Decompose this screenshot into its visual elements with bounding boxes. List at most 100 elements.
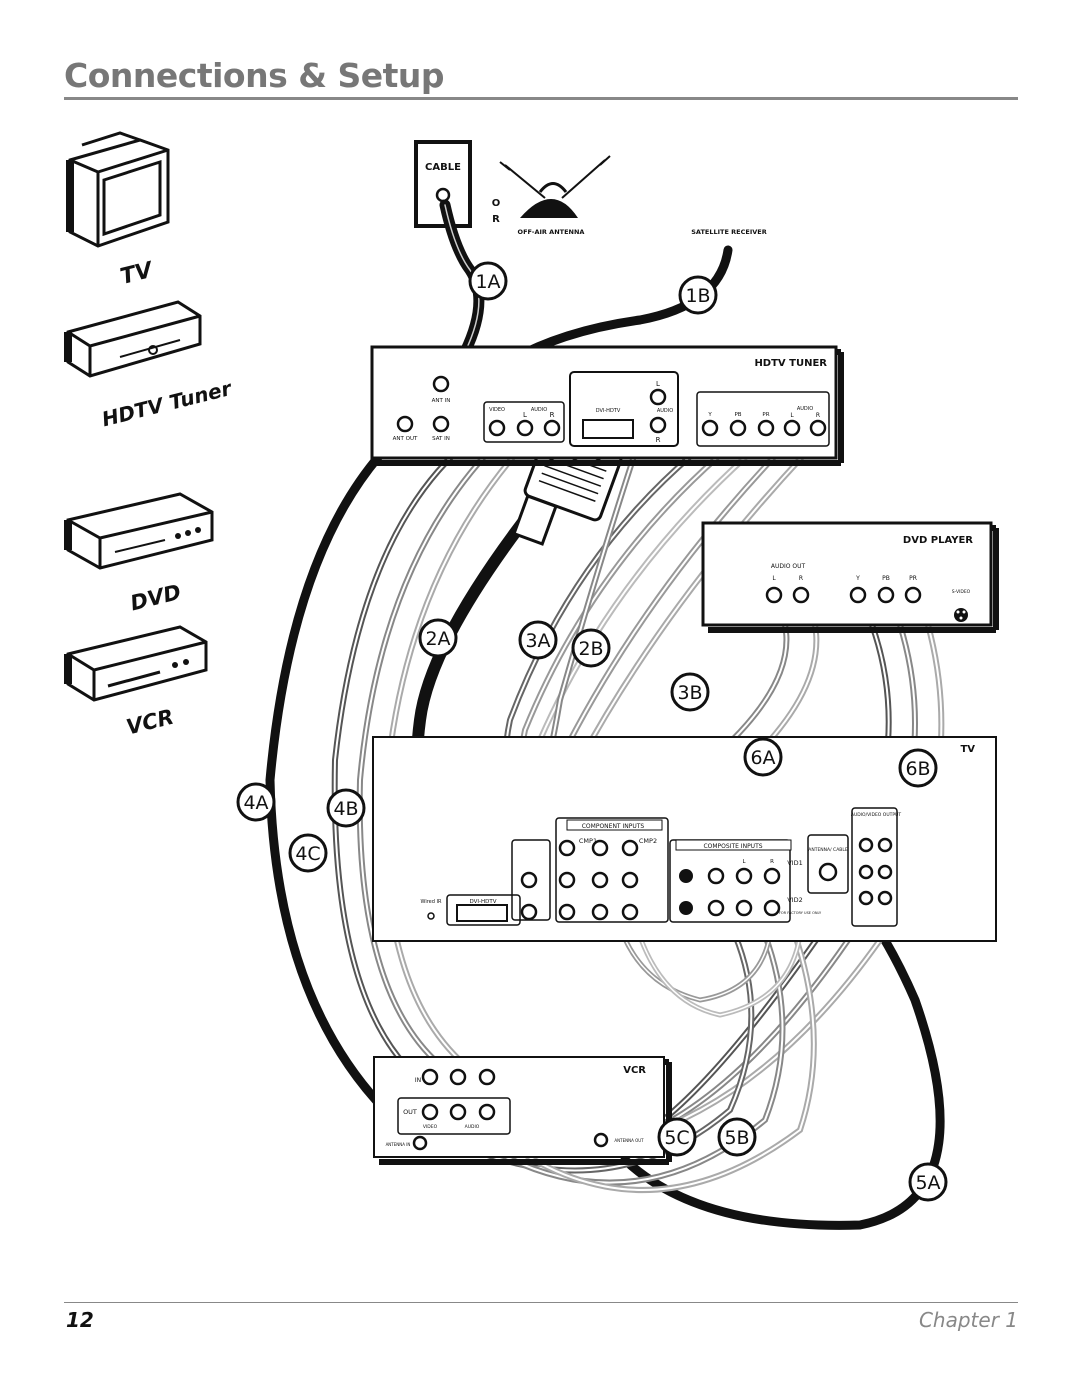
dvd-y-label: Y <box>855 575 860 582</box>
tuner-audio3-l: L <box>790 412 794 419</box>
callout-1b: 1B <box>678 275 718 315</box>
tv-factory-label: FOR FACTORY USE ONLY <box>779 911 822 915</box>
callout-4a: 4A <box>236 782 276 822</box>
tv-panel <box>372 736 997 942</box>
tuner-pb-label: PB <box>734 412 741 418</box>
tuner-dvi-label: DVI-HDTV <box>596 408 621 414</box>
tv-dvi-label: DVI-HDTV <box>469 899 496 905</box>
svg-text:6A: 6A <box>750 747 775 769</box>
legend-tv-icon <box>66 131 170 248</box>
tv-composite-inputs-label: COMPOSITE INPUTS <box>703 843 762 850</box>
svg-text:4B: 4B <box>333 798 358 820</box>
vcr-out-label: OUT <box>403 1108 417 1116</box>
hdtv-tuner-title: HDTV TUNER <box>754 358 827 369</box>
sat-in-label: SAT IN <box>432 436 450 442</box>
vcr-antenna-in-label: ANTENNA IN <box>386 1142 411 1147</box>
vcr-title: VCR <box>623 1065 646 1076</box>
vcr-antenna-out-label: ANTENNA OUT <box>614 1138 644 1143</box>
or-label-r: R <box>492 214 500 225</box>
callout-5a: 5A <box>908 1162 948 1202</box>
tuner-pr-label: PR <box>762 412 769 418</box>
hdtv-tuner-panel <box>370 345 844 466</box>
svg-text:1A: 1A <box>475 271 500 293</box>
tuner-audio-label: AUDIO <box>531 407 547 413</box>
ant-in-label: ANT IN <box>432 398 451 404</box>
legend-dvd-icon <box>64 492 214 570</box>
tv-cmp2-label: CMP2 <box>639 837 657 845</box>
tuner-video-label: VIDEO <box>489 407 505 413</box>
tuner-audio-r: R <box>550 411 555 419</box>
callout-6a: 6A <box>743 737 783 777</box>
off-air-antenna-label: OFF-AIR ANTENNA <box>518 228 585 236</box>
callout-3a: 3A <box>518 620 558 660</box>
dvd-audio-l: L <box>772 575 776 582</box>
tv-title: TV <box>960 744 975 755</box>
ant-out-label: ANT OUT <box>393 436 418 442</box>
tuner-audio3-r: R <box>816 412 820 419</box>
tv-l-label: L <box>742 859 746 865</box>
legend-dvd-label: DVD <box>128 580 183 616</box>
tv-component-inputs-label: COMPONENT INPUTS <box>582 823 645 830</box>
or-label-o: O <box>492 198 501 209</box>
svg-text:2A: 2A <box>425 628 450 650</box>
satellite-receiver-label: SATELLITE RECEIVER <box>691 228 766 236</box>
tuner-audio3-label: AUDIO <box>797 406 813 412</box>
tv-r-label: R <box>770 859 774 865</box>
tuner-dvi-audio-l: L <box>656 380 660 388</box>
svg-text:3B: 3B <box>677 682 702 704</box>
legend-hdtv-tuner-label: HDTV Tuner <box>99 376 234 432</box>
callout-5c: 5C <box>657 1117 697 1157</box>
footer-rule <box>64 1302 1018 1303</box>
cable-wall-plate <box>414 140 472 228</box>
dvd-player-panel <box>701 521 999 633</box>
callout-5b: 5B <box>717 1117 757 1157</box>
tuner-dvi-audio-label: AUDIO <box>657 408 673 414</box>
dvd-title: DVD PLAYER <box>903 535 973 546</box>
vcr-video-label: VIDEO <box>423 1124 438 1130</box>
vcr-panel <box>373 1056 672 1165</box>
tv-vid2-label: VID2 <box>787 896 803 904</box>
callout-3b: 3B <box>670 672 710 712</box>
svg-text:5C: 5C <box>664 1127 689 1149</box>
svg-text:4A: 4A <box>243 792 268 814</box>
dvd-pr-label: PR <box>909 575 917 582</box>
cable-4a <box>265 450 395 1120</box>
cable-label: CABLE <box>425 162 461 173</box>
callout-1a: 1A <box>468 261 508 301</box>
tv-antenna-cable-label: ANTENNA/ CABLE <box>808 847 848 853</box>
tv-vid1-label: VID1 <box>787 859 803 867</box>
tuner-audio-l: L <box>523 411 527 419</box>
legend-tv-label: TV <box>118 257 157 289</box>
legend-vcr-label: VCR <box>124 705 176 740</box>
svg-text:2B: 2B <box>578 638 603 660</box>
callout-2b: 2B <box>571 628 611 668</box>
off-air-antenna-icon <box>499 155 611 218</box>
svg-text:1B: 1B <box>685 285 710 307</box>
legend-vcr-icon <box>64 625 208 702</box>
tv-wired-ir-label: Wired IR <box>421 899 442 905</box>
svg-text:4C: 4C <box>295 843 320 865</box>
tv-av-output-label: AUDIO/VIDEO OUTPUT <box>851 812 902 818</box>
tuner-y-label: Y <box>707 412 712 418</box>
callout-2a: 2A <box>418 618 458 658</box>
callout-6b: 6B <box>898 748 938 788</box>
dvd-pb-label: PB <box>882 575 890 582</box>
svg-text:5A: 5A <box>915 1172 940 1194</box>
vcr-in-label: IN <box>415 1077 421 1084</box>
dvd-audio-out-label: AUDIO OUT <box>771 563 806 570</box>
callout-4c: 4C <box>288 833 328 873</box>
svg-text:6B: 6B <box>905 758 930 780</box>
dvd-audio-r: R <box>799 575 803 582</box>
tv-cmp1-label: CMP1 <box>579 837 597 845</box>
vcr-audio-label: AUDIO <box>465 1124 480 1130</box>
title-rule <box>64 97 1018 100</box>
tuner-dvi-audio-r: R <box>656 436 661 444</box>
page-title: Connections & Setup <box>64 56 445 95</box>
svg-text:3A: 3A <box>525 630 550 652</box>
dvd-svideo-label: S-VIDEO <box>952 589 971 595</box>
chapter-label: Chapter 1 <box>918 1308 1018 1332</box>
callout-4b: 4B <box>326 788 366 828</box>
svg-text:5B: 5B <box>724 1127 749 1149</box>
legend-hdtv-tuner-icon <box>64 300 202 378</box>
